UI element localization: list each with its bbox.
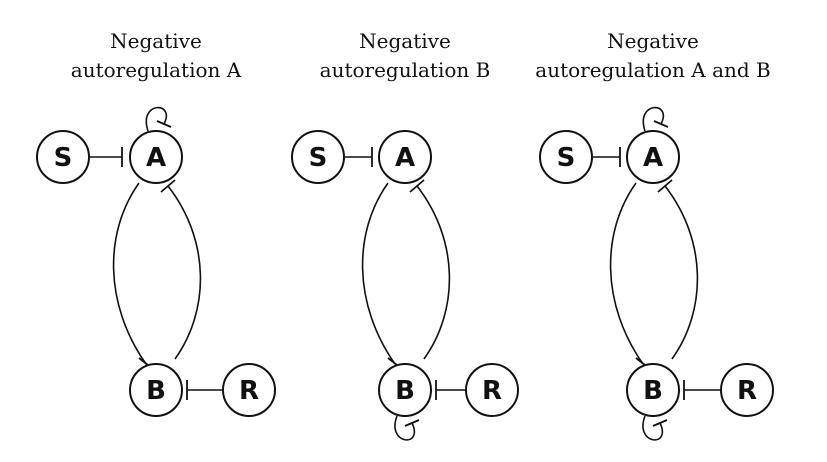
edge-a-inhibits-b (609, 182, 644, 365)
panel-2-title-line-1: Negative (359, 29, 451, 53)
self-loop-b (394, 415, 415, 441)
node-s (539, 130, 593, 184)
panel-1: Negative autoregulation A S A B R (36, 29, 276, 417)
node-r-label: R (239, 376, 259, 406)
panel-3: Negative autoregulation A and B S A B R (535, 29, 774, 441)
node-b (378, 363, 432, 417)
self-loop-a (145, 106, 167, 132)
node-s-label: S (309, 143, 328, 173)
node-a-label: A (395, 143, 415, 173)
node-a-label: A (643, 143, 663, 173)
edge-b-inhibits-a (416, 185, 451, 360)
node-b-label: B (643, 376, 663, 406)
node-s (36, 130, 90, 184)
node-r (222, 363, 276, 417)
node-r (465, 363, 519, 417)
node-b-label: B (395, 376, 415, 406)
node-a (129, 130, 183, 184)
node-a (626, 130, 680, 184)
node-r (720, 363, 774, 417)
panel-1-title-line-2: autoregulation A (71, 58, 242, 82)
edge-a-inhibits-b (112, 182, 147, 365)
node-s (291, 130, 345, 184)
panel-2-title-line-2: autoregulation B (320, 58, 491, 82)
panel-3-title-line-2: autoregulation A and B (535, 58, 770, 82)
self-loop-a-bar (156, 120, 172, 128)
node-r-label: R (482, 376, 502, 406)
node-b (626, 363, 680, 417)
panel-3-title-line-1: Negative (607, 29, 699, 53)
self-loop-b (642, 415, 663, 441)
self-loop-a-bar (653, 120, 669, 128)
node-r-label: R (737, 376, 757, 406)
node-b (129, 363, 183, 417)
node-s-label: S (54, 143, 73, 173)
self-loop-a (642, 106, 664, 132)
self-loop-b-bar (652, 419, 668, 427)
node-a-label: A (146, 143, 166, 173)
edge-b-inhibits-a (167, 185, 202, 360)
edge-b-inhibits-a (664, 185, 699, 360)
node-b-label: B (146, 376, 166, 406)
edge-b-inhibits-a-bar (409, 179, 425, 193)
edge-a-inhibits-b (361, 182, 396, 365)
self-loop-b-bar (404, 419, 420, 427)
node-a (378, 130, 432, 184)
edge-b-inhibits-a-bar (160, 179, 176, 193)
edge-b-inhibits-a-bar (657, 179, 673, 193)
panel-1-title-line-1: Negative (110, 29, 202, 53)
panel-2: Negative autoregulation B S A B R (291, 29, 519, 441)
node-s-label: S (557, 143, 576, 173)
